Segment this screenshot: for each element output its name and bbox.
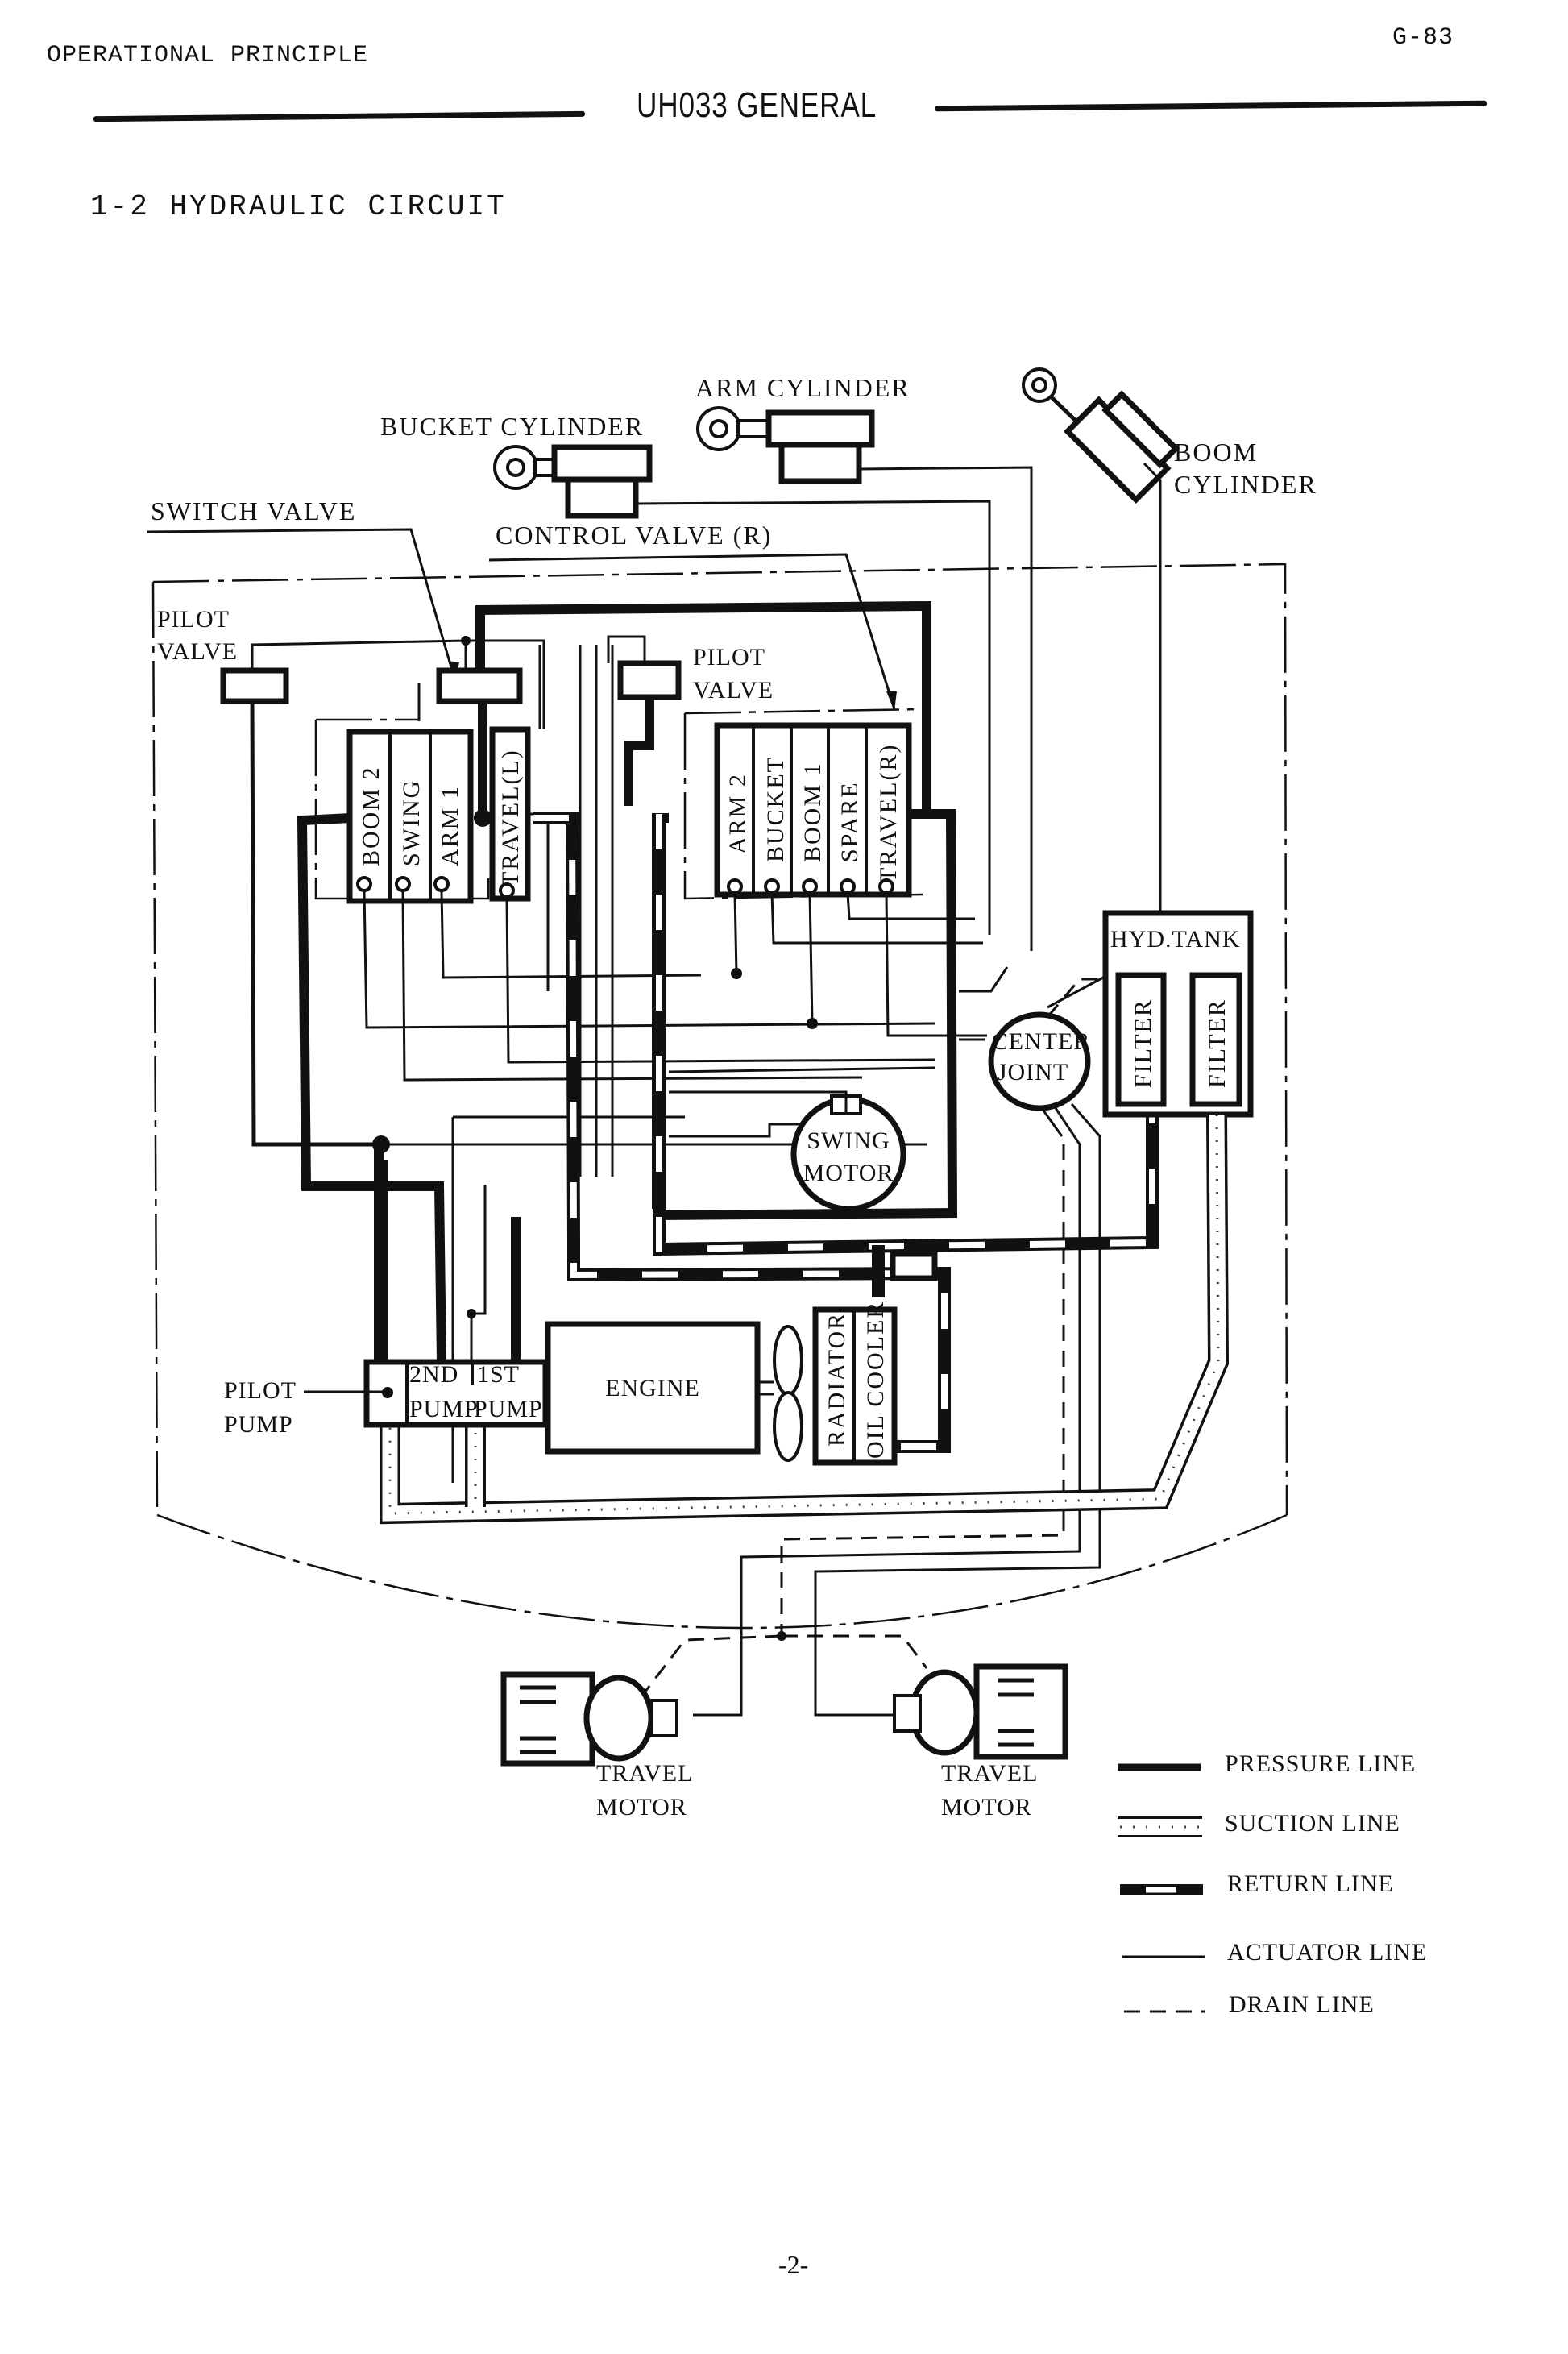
pilot-valve-right — [607, 635, 682, 806]
label-travel-motor-right-line2: MOTOR — [941, 1794, 1032, 1821]
label-pilot-pump-line1: PILOT — [224, 1377, 297, 1404]
cv-left-section-0: BOOM 2 — [358, 766, 384, 866]
travel-left-label: TRAVEL(L) — [497, 749, 524, 886]
document-title: UH033 GENERAL — [637, 85, 877, 125]
label-travel-motor-left-line1: TRAVEL — [596, 1760, 693, 1787]
label-travel-motor-left-line2: MOTOR — [596, 1794, 687, 1821]
label-hyd-tank: HYD.TANK — [1110, 926, 1240, 953]
legend-label-actuator: ACTUATOR LINE — [1227, 1939, 1427, 1966]
return-lines — [533, 812, 1159, 1453]
label-pilot-valve-right-line2: VALVE — [693, 677, 774, 704]
legend-label-pressure: PRESSURE LINE — [1225, 1750, 1416, 1777]
swing-motor — [790, 1094, 906, 1212]
label-radiator: RADIATOR — [823, 1312, 850, 1447]
label-oil-cooler: OIL COOLER — [862, 1301, 889, 1459]
label-1st-pump-line1: 1ST — [477, 1361, 520, 1388]
label-center-joint-line2: JOINT — [998, 1059, 1068, 1086]
label-pilot-valve-right-line1: PILOT — [693, 644, 765, 670]
label-filter-2: FILTER — [1204, 998, 1230, 1088]
label-center-joint-line1: CENTER — [992, 1028, 1091, 1055]
control-valve-left — [314, 718, 490, 904]
label-filter-1: FILTER — [1130, 998, 1156, 1088]
arm-cylinder — [696, 406, 1033, 951]
upper-structure-outline — [151, 563, 1288, 1630]
legend-item-return: RETURN LINE — [1120, 1870, 1394, 1897]
section-subtitle: 1-2 HYDRAULIC CIRCUIT — [90, 190, 507, 223]
bucket-cylinder — [493, 444, 991, 935]
label-engine: ENGINE — [605, 1375, 700, 1401]
cv-right-section-2: BOOM 1 — [799, 762, 826, 862]
pilot-valve-left — [220, 639, 467, 1147]
label-swing-motor-line2: MOTOR — [803, 1160, 894, 1186]
switch-valve-leader — [147, 528, 457, 682]
travel-motor-lines — [643, 1515, 1101, 1717]
page-code: G-83 — [1392, 24, 1454, 52]
legend-item-pressure: PRESSURE LINE — [1118, 1750, 1416, 1777]
engine — [545, 1321, 803, 1462]
label-control-valve-r: CONTROL VALVE (R) — [496, 521, 772, 550]
travel-motor-right — [893, 1663, 1068, 1760]
section-label: OPERATIONAL PRINCIPLE — [47, 42, 369, 69]
control-valve-right — [683, 708, 923, 900]
legend-label-return: RETURN LINE — [1227, 1870, 1394, 1897]
page-number: -2- — [778, 2250, 809, 2279]
label-travel-motor-right-line1: TRAVEL — [941, 1760, 1038, 1787]
legend-item-actuator: ACTUATOR LINE — [1122, 1939, 1427, 1966]
label-arm-cylinder: ARM CYLINDER — [695, 373, 911, 402]
cv-right-section-4: TRAVEL(R) — [875, 744, 902, 882]
legend-label-drain: DRAIN LINE — [1229, 1991, 1375, 2018]
label-pilot-pump-line2: PUMP — [224, 1411, 293, 1438]
cv-right-section-3: SPARE — [836, 781, 863, 862]
cv-left-section-2: ARM 1 — [437, 785, 463, 866]
cv-left-section-1: SWING — [398, 779, 425, 866]
label-pilot-valve-left-line2: VALVE — [157, 638, 238, 665]
legend-item-suction: SUCTION LINE — [1118, 1810, 1400, 1837]
label-2nd-pump-line2: PUMP — [409, 1396, 479, 1422]
label-1st-pump-line2: PUMP — [474, 1396, 543, 1422]
center-joint — [988, 978, 1105, 1515]
label-boom-cylinder-line2: CYLINDER — [1174, 470, 1317, 499]
pump-assembly — [304, 1359, 549, 1428]
label-2nd-pump-line1: 2ND — [409, 1361, 458, 1388]
label-switch-valve: SWITCH VALVE — [151, 496, 356, 525]
label-boom-cylinder-line1: BOOM — [1174, 438, 1258, 467]
legend-item-drain: DRAIN LINE — [1124, 1991, 1375, 2018]
legend: PRESSURE LINE SUCTION LINE RETURN LINE A… — [1118, 1750, 1427, 2018]
switch-valve — [417, 636, 523, 721]
label-bucket-cylinder: BUCKET CYLINDER — [380, 412, 644, 441]
label-pilot-valve-left-line1: PILOT — [157, 606, 230, 633]
label-swing-motor-line1: SWING — [807, 1127, 890, 1154]
radiator-oil-cooler — [812, 1306, 898, 1466]
hydraulic-tank — [1102, 910, 1254, 1118]
control-valve-leader — [488, 553, 896, 710]
pressure-lines — [297, 600, 958, 1363]
legend-label-suction: SUCTION LINE — [1225, 1810, 1400, 1837]
travel-motor-left — [500, 1671, 678, 1767]
cv-right-section-1: BUCKET — [762, 756, 789, 862]
cv-right-section-0: ARM 2 — [724, 773, 751, 854]
